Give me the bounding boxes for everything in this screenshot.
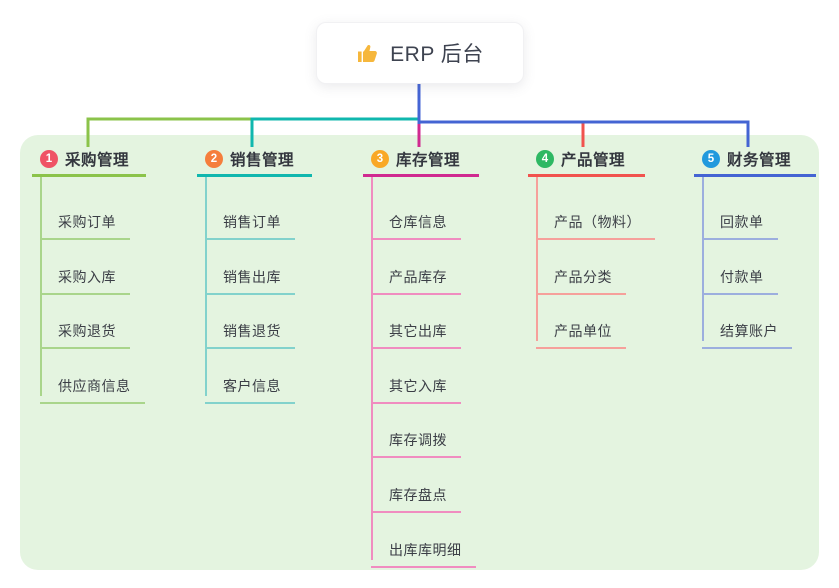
branch-label: 财务管理 bbox=[727, 152, 792, 169]
branch-topic-3[interactable]: 3 库存管理 bbox=[371, 148, 460, 170]
child-item[interactable]: 出库库明细 bbox=[371, 530, 476, 568]
branch-topic-2[interactable]: 2 销售管理 bbox=[205, 148, 294, 170]
branch-number-badge: 3 bbox=[371, 150, 389, 168]
branch-topic-5[interactable]: 5 财务管理 bbox=[702, 148, 791, 170]
background-panel bbox=[20, 135, 819, 570]
child-label: 产品分类 bbox=[554, 269, 612, 285]
child-item[interactable]: 产品分类 bbox=[536, 257, 626, 295]
child-item[interactable]: 结算账户 bbox=[702, 311, 792, 349]
child-item[interactable]: 供应商信息 bbox=[40, 366, 145, 404]
child-label: 产品库存 bbox=[389, 269, 447, 285]
child-item[interactable]: 其它入库 bbox=[371, 366, 461, 404]
child-label: 结算账户 bbox=[720, 323, 778, 339]
child-label: 客户信息 bbox=[223, 378, 281, 394]
branch-topic-4[interactable]: 4 产品管理 bbox=[536, 148, 625, 170]
child-label: 采购入库 bbox=[58, 269, 116, 285]
child-label: 销售出库 bbox=[223, 269, 281, 285]
child-label: 出库库明细 bbox=[389, 542, 462, 558]
child-item[interactable]: 销售退货 bbox=[205, 311, 295, 349]
child-item[interactable]: 仓库信息 bbox=[371, 202, 461, 240]
child-label: 库存盘点 bbox=[389, 487, 447, 503]
branch-label: 销售管理 bbox=[230, 152, 295, 169]
child-item[interactable]: 销售出库 bbox=[205, 257, 295, 295]
child-item[interactable]: 采购订单 bbox=[40, 202, 130, 240]
branch-trunk-line bbox=[371, 177, 373, 560]
branch-underline bbox=[528, 174, 645, 177]
root-node[interactable]: ERP 后台 bbox=[316, 22, 524, 84]
child-label: 产品（物料） bbox=[554, 214, 641, 230]
branch-topic-1[interactable]: 1 采购管理 bbox=[40, 148, 129, 170]
child-item[interactable]: 其它出库 bbox=[371, 311, 461, 349]
child-label: 仓库信息 bbox=[389, 214, 447, 230]
branch-underline bbox=[197, 174, 312, 177]
branch-label: 产品管理 bbox=[561, 152, 626, 169]
child-label: 产品单位 bbox=[554, 323, 612, 339]
branch-number-badge: 2 bbox=[205, 150, 223, 168]
branch-trunk-line bbox=[536, 177, 538, 341]
child-item[interactable]: 采购退货 bbox=[40, 311, 130, 349]
root-title: ERP 后台 bbox=[390, 43, 484, 66]
thumbs-up-icon bbox=[356, 41, 380, 65]
child-item[interactable]: 库存调拨 bbox=[371, 420, 461, 458]
child-label: 采购订单 bbox=[58, 214, 116, 230]
child-item[interactable]: 产品（物料） bbox=[536, 202, 655, 240]
child-label: 销售退货 bbox=[223, 323, 281, 339]
child-item[interactable]: 产品库存 bbox=[371, 257, 461, 295]
branch-number-badge: 1 bbox=[40, 150, 58, 168]
child-label: 付款单 bbox=[720, 269, 764, 285]
child-item[interactable]: 客户信息 bbox=[205, 366, 295, 404]
child-item[interactable]: 采购入库 bbox=[40, 257, 130, 295]
child-item[interactable]: 付款单 bbox=[702, 257, 778, 295]
child-label: 销售订单 bbox=[223, 214, 281, 230]
branch-underline bbox=[363, 174, 479, 177]
child-label: 供应商信息 bbox=[58, 378, 131, 394]
child-label: 回款单 bbox=[720, 214, 764, 230]
branch-label: 采购管理 bbox=[65, 152, 130, 169]
branch-number-badge: 5 bbox=[702, 150, 720, 168]
child-item[interactable]: 销售订单 bbox=[205, 202, 295, 240]
branch-underline bbox=[694, 174, 816, 177]
branch-label: 库存管理 bbox=[396, 152, 461, 169]
branch-number-badge: 4 bbox=[536, 150, 554, 168]
branch-trunk-line bbox=[40, 177, 42, 396]
child-label: 库存调拨 bbox=[389, 432, 447, 448]
child-item[interactable]: 产品单位 bbox=[536, 311, 626, 349]
child-item[interactable]: 库存盘点 bbox=[371, 475, 461, 513]
child-label: 其它入库 bbox=[389, 378, 447, 394]
branch-trunk-line bbox=[702, 177, 704, 341]
child-label: 其它出库 bbox=[389, 323, 447, 339]
branch-trunk-line bbox=[205, 177, 207, 396]
child-item[interactable]: 回款单 bbox=[702, 202, 778, 240]
child-label: 采购退货 bbox=[58, 323, 116, 339]
branch-underline bbox=[32, 174, 146, 177]
